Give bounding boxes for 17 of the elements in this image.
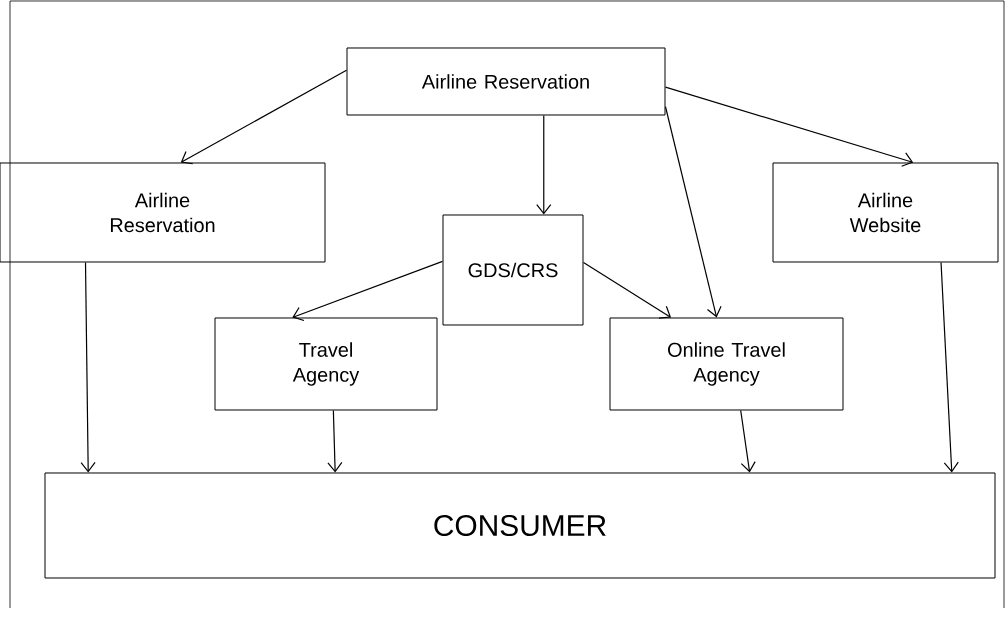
arrow (180, 69, 348, 165)
arrow (582, 262, 672, 319)
arrow (664, 106, 722, 318)
arrow (940, 261, 959, 473)
process-box: GDS/CRS (442, 214, 584, 326)
arrow (664, 86, 914, 167)
arrow (327, 409, 343, 473)
process-box: CONSUMER (44, 472, 996, 579)
process-box: Airline Reservation (346, 47, 666, 116)
process-box: Online Travel Agency (609, 317, 844, 411)
arrow (292, 260, 444, 322)
arrow (536, 114, 552, 215)
arrow (740, 409, 756, 473)
process-box: Airline Reservation (0, 162, 326, 263)
process-box: Travel Agency (214, 317, 438, 411)
arrow (80, 261, 96, 473)
process-box: Airline Website (772, 162, 999, 263)
